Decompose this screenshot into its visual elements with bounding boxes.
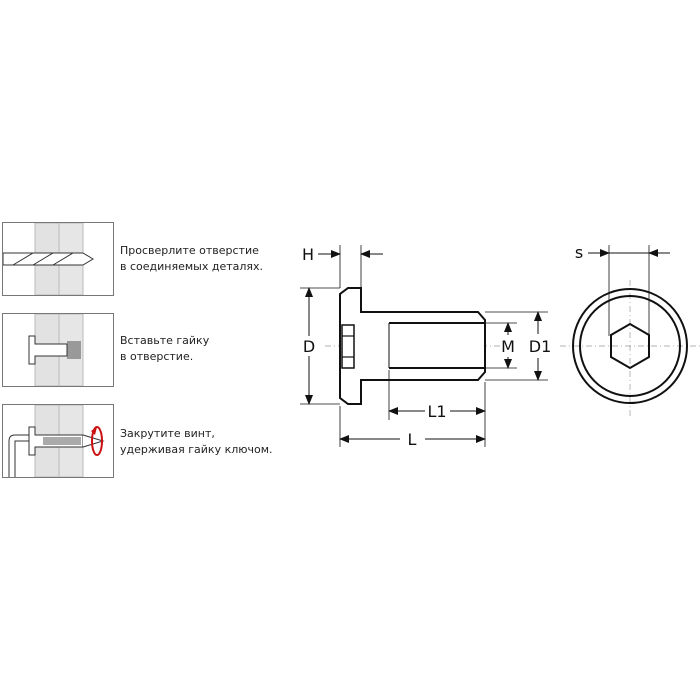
- step-tighten-illustration: [2, 404, 114, 478]
- step-3-text: Закрутите винт, удерживая гайку ключом.: [120, 426, 273, 458]
- step-2-text: Вставьте гайку в отверстие.: [120, 333, 209, 365]
- hex-socket: [610, 322, 650, 370]
- step-2-line-1: Вставьте гайку: [120, 334, 210, 347]
- dim-label-d1: D1: [529, 337, 552, 356]
- dim-label-d: D: [303, 337, 315, 356]
- dim-label-l1: L1: [427, 402, 446, 421]
- dimension-arrows: [305, 249, 670, 443]
- dim-label-s: s: [575, 243, 583, 262]
- dim-label-l: L: [408, 430, 417, 449]
- step-3-line-1: Закрутите винт,: [120, 427, 215, 440]
- step-1-line-1: Просверлите отверстие: [120, 244, 259, 257]
- step-1-text: Просверлите отверстие в соединяемых дета…: [120, 243, 263, 275]
- nut-front-view: [572, 288, 688, 404]
- nut-side-view: [339, 287, 486, 405]
- dim-label-h: H: [302, 245, 314, 264]
- dim-label-m: M: [501, 337, 515, 356]
- step-drill-illustration: [2, 222, 114, 296]
- step-3-line-2: удерживая гайку ключом.: [120, 443, 273, 456]
- step-1-line-2: в соединяемых деталях.: [120, 260, 264, 273]
- step-2-line-2: в отверстие.: [120, 350, 194, 363]
- step-insert-illustration: [2, 313, 114, 387]
